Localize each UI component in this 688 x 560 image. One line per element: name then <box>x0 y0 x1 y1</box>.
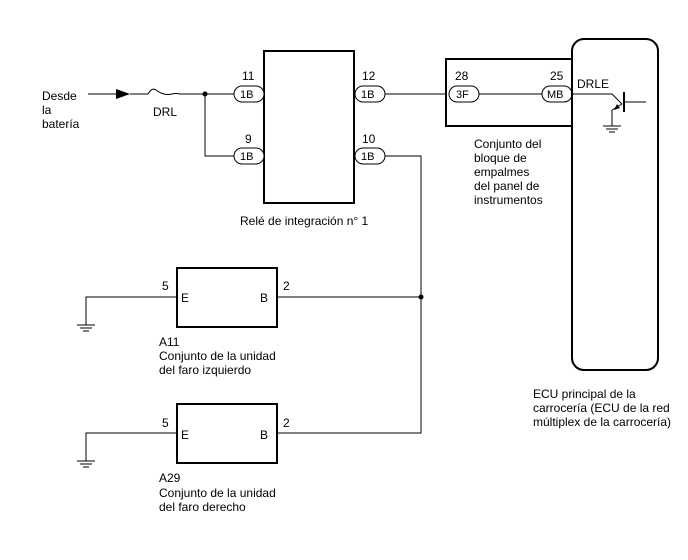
left-headlamp-pin-5: 5 <box>162 279 169 293</box>
wire-to-pin-9 <box>204 94 234 157</box>
source-line-3: batería <box>42 117 80 131</box>
left-headlamp-pin-2: 2 <box>283 279 290 293</box>
arrow-head-icon <box>116 89 130 99</box>
right-headlamp-pin-5: 5 <box>162 416 169 430</box>
source-line-1: Desde <box>42 89 77 103</box>
junction-caption-3: empalmes <box>474 165 529 179</box>
source-arrow <box>88 89 148 99</box>
junction-pin-25: 25 MB <box>541 69 573 103</box>
right-headlamp-ground-icon <box>77 460 95 468</box>
left-headlamp-e-label: E <box>181 291 189 305</box>
relay-pin-9: 9 1B <box>233 132 265 165</box>
relay-pin-10: 10 1B <box>354 132 386 165</box>
junction-pin-28: 28 3F <box>448 69 480 103</box>
fuse-label: DRL <box>153 105 177 119</box>
battery-source-label: Desde la batería <box>42 89 80 131</box>
junction-caption-1: Conjunto del <box>474 137 541 151</box>
right-headlamp-code: A29 <box>159 471 181 485</box>
right-headlamp-unit: E B 5 2 A29 Conjunto de la unidad del fa… <box>77 403 290 514</box>
right-headlamp-e-label: E <box>181 428 189 442</box>
connector-25-label: MB <box>547 89 564 101</box>
relay-pin-11: 11 1B <box>233 69 265 103</box>
right-headlamp-caption-2: del faro derecho <box>159 500 246 514</box>
connector-9-label: 1B <box>240 151 253 163</box>
left-headlamp-caption-1: Conjunto de la unidad <box>159 349 276 363</box>
ecu-transistor-icon <box>572 92 646 126</box>
source-line-2: la <box>42 103 52 117</box>
junction-caption-5: instrumentos <box>474 193 543 207</box>
left-headlamp-ground-icon <box>77 324 95 332</box>
left-headlamp-b-label: B <box>260 291 268 305</box>
body-ecu-box <box>571 38 659 371</box>
left-headlamp-caption-2: del faro izquierdo <box>159 363 251 377</box>
left-headlamp-box <box>176 267 278 328</box>
ecu-signal-label: DRLE <box>577 77 609 91</box>
ecu-ground-icon <box>603 125 621 133</box>
right-headlamp-pin-2: 2 <box>283 416 290 430</box>
connector-10-label: 1B <box>361 151 374 163</box>
ecu-caption: ECU principal de la carrocería (ECU de l… <box>533 387 671 429</box>
pin-25-number: 25 <box>550 69 564 83</box>
right-headlamp-caption-1: Conjunto de la unidad <box>159 486 276 500</box>
junction-caption-4: del panel de <box>474 179 540 193</box>
right-headlamp-b-label: B <box>260 428 268 442</box>
drl-fuse: DRL <box>147 88 205 119</box>
connector-1b-pill <box>233 147 265 165</box>
connector-12-label: 1B <box>361 89 374 101</box>
connector-1b-pill <box>233 85 265 103</box>
relay-caption: Relé de integración n° 1 <box>240 214 369 228</box>
pin-12-number: 12 <box>362 69 376 83</box>
connector-11-label: 1B <box>240 89 253 101</box>
integration-relay-box <box>263 50 355 204</box>
pin-11-number: 11 <box>242 69 255 83</box>
pin-9-number: 9 <box>245 132 252 146</box>
pin-10-number: 10 <box>362 132 376 146</box>
ecu-caption-2: carrocería (ECU de la red <box>533 401 670 415</box>
relay-pin-12: 12 1B <box>354 69 386 103</box>
right-headlamp-box <box>176 403 278 464</box>
left-headlamp-code: A11 <box>159 335 180 349</box>
junction-caption-2: bloque de <box>474 151 527 165</box>
junction-block-caption: Conjunto del bloque de empalmes del pane… <box>474 137 543 207</box>
connector-28-label: 3F <box>456 89 469 101</box>
ecu-caption-3: múltiplex de la carrocería) <box>533 415 671 429</box>
left-headlamp-unit: E B 5 2 A11 Conjunto de la unidad del fa… <box>77 267 290 377</box>
ecu-caption-1: ECU principal de la <box>533 387 636 401</box>
pin-28-number: 28 <box>455 69 469 83</box>
junction-dot-headlamps <box>418 294 424 300</box>
